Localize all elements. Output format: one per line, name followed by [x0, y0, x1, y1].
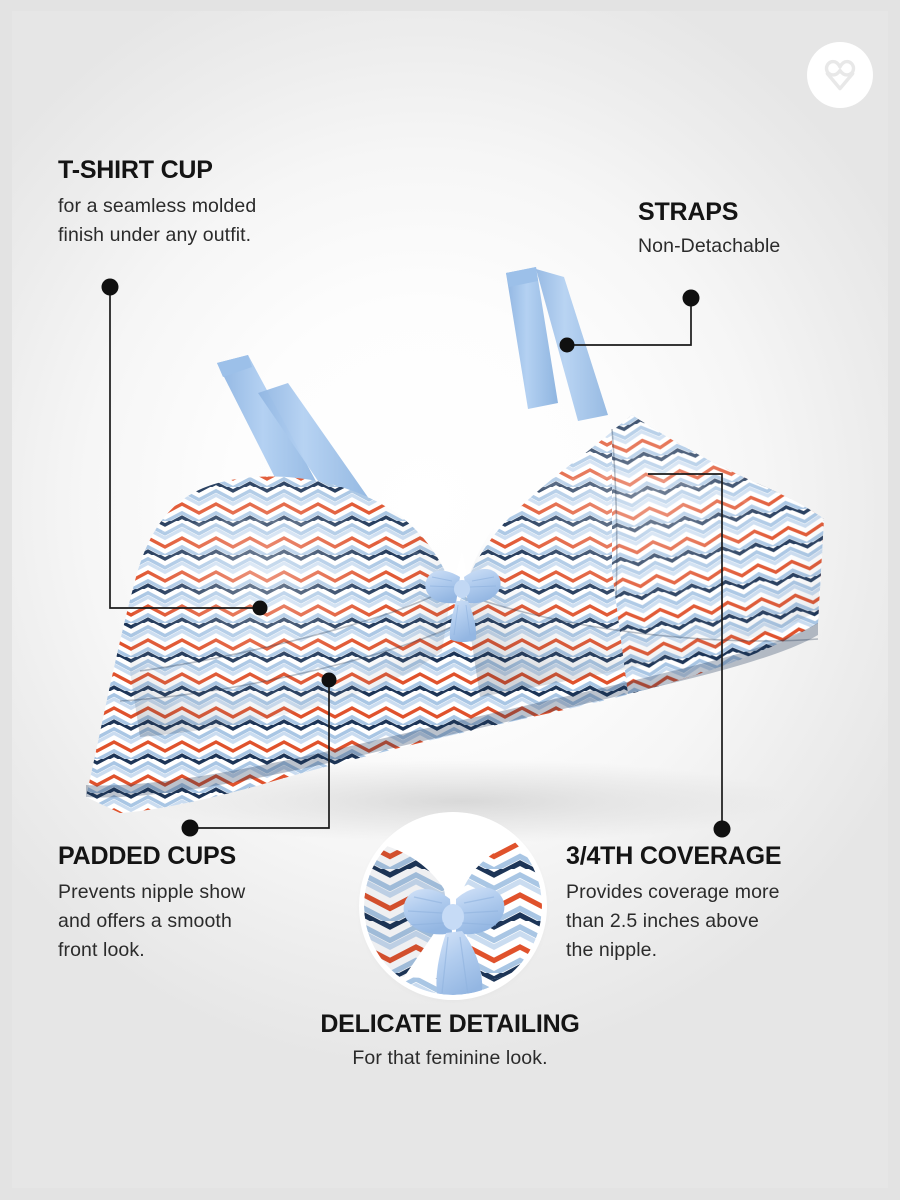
bow-detail-inset: [364, 817, 542, 995]
callout-tshirt-cup-body-line1: for a seamless molded: [58, 194, 257, 217]
bra-strap-right: [258, 383, 372, 519]
center-bow-detail: [425, 568, 501, 642]
callout-tshirt-cup-body-line2: finish under any outfit.: [58, 223, 252, 246]
callout-coverage: 3/4TH COVERAGE Provides coverage more th…: [566, 842, 782, 966]
callout-padded-cups-body: Prevents nipple show and offers a smooth…: [58, 878, 245, 966]
infographic-canvas: T-SHIRT CUP for a seamless molded finish…: [12, 11, 888, 1188]
callout-straps: STRAPS Non-Detachable: [638, 198, 781, 259]
callout-straps-title: STRAPS: [638, 198, 739, 226]
callout-coverage-body-line2: than 2.5 inches above: [566, 909, 759, 932]
brand-logo-badge[interactable]: [807, 42, 873, 108]
callout-tshirt-cup-body: for a seamless molded finish under any o…: [58, 192, 256, 251]
callout-padded-cups-title: PADDED CUPS: [58, 842, 236, 870]
callout-coverage-body: Provides coverage more than 2.5 inches a…: [566, 878, 781, 966]
callout-delicate-detailing: DELICATE DETAILING For that feminine loo…: [12, 1010, 888, 1071]
callout-delicate-detailing-title: DELICATE DETAILING: [320, 1010, 580, 1038]
callout-tshirt-cup: T-SHIRT CUP for a seamless molded finish…: [58, 156, 256, 251]
callout-tshirt-cup-title: T-SHIRT CUP: [58, 156, 213, 184]
bra-strap-center-left: [506, 267, 558, 409]
callout-coverage-body-line1: Provides coverage more: [566, 880, 780, 903]
infinity-heart-logo-icon: [820, 56, 860, 94]
callout-padded-cups-body-line2: and offers a smooth: [58, 909, 232, 932]
callout-padded-cups: PADDED CUPS Prevents nipple show and off…: [58, 842, 245, 966]
callout-straps-subtitle: Non-Detachable: [638, 234, 781, 257]
callout-delicate-detailing-subtitle: For that feminine look.: [352, 1046, 548, 1069]
callout-coverage-body-line3: the nipple.: [566, 939, 658, 961]
callout-coverage-title: 3/4TH COVERAGE: [566, 842, 782, 870]
callout-padded-cups-body-line3: front look.: [58, 939, 145, 961]
callout-padded-cups-body-line1: Prevents nipple show: [58, 880, 246, 903]
